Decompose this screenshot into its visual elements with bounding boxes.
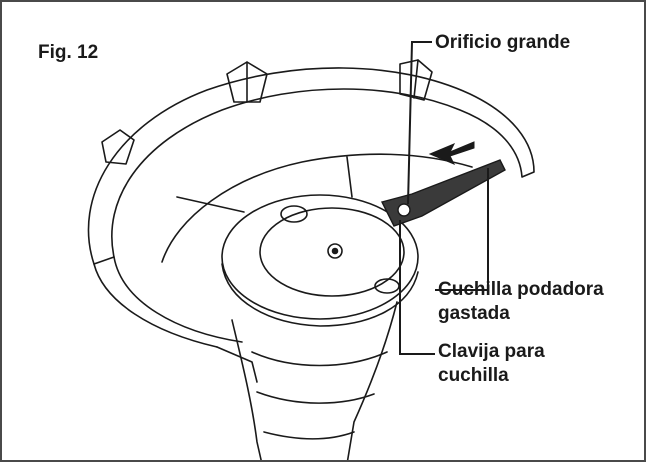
worn-blade	[380, 159, 506, 227]
spool-outer	[221, 194, 419, 320]
callout-large-hole: Orificio grande	[435, 31, 570, 55]
callout-worn-blade: Cuchilla podadora gastada	[438, 278, 604, 326]
callout-worn-blade-line1: Cuchilla podadora	[438, 279, 604, 300]
callout-blade-pin-line2: cuchilla	[438, 365, 509, 386]
spool-inner	[259, 207, 405, 297]
guard-floor	[161, 153, 473, 263]
leader-worn-blade	[435, 168, 489, 291]
guard-rib	[101, 129, 135, 165]
spool-hole-left	[280, 205, 308, 223]
shaft-housing	[231, 319, 262, 460]
guard-rib	[226, 61, 268, 103]
large-hole	[397, 203, 411, 217]
center-screw	[327, 243, 343, 259]
guard-rib	[399, 59, 433, 101]
callout-blade-pin: Clavija para cuchilla	[438, 340, 545, 388]
figure-number: Fig. 12	[38, 42, 99, 63]
callout-worn-blade-line2: gastada	[438, 303, 510, 324]
leader-large-hole	[407, 41, 432, 205]
callout-blade-pin-line1: Clavija para	[438, 341, 545, 362]
leader-blade-pin	[399, 220, 435, 355]
callout-large-hole-text: Orificio grande	[435, 32, 571, 53]
guard-outer-rim	[87, 67, 535, 265]
direction-arrow	[428, 141, 475, 165]
guard-inner-wall	[113, 256, 243, 343]
